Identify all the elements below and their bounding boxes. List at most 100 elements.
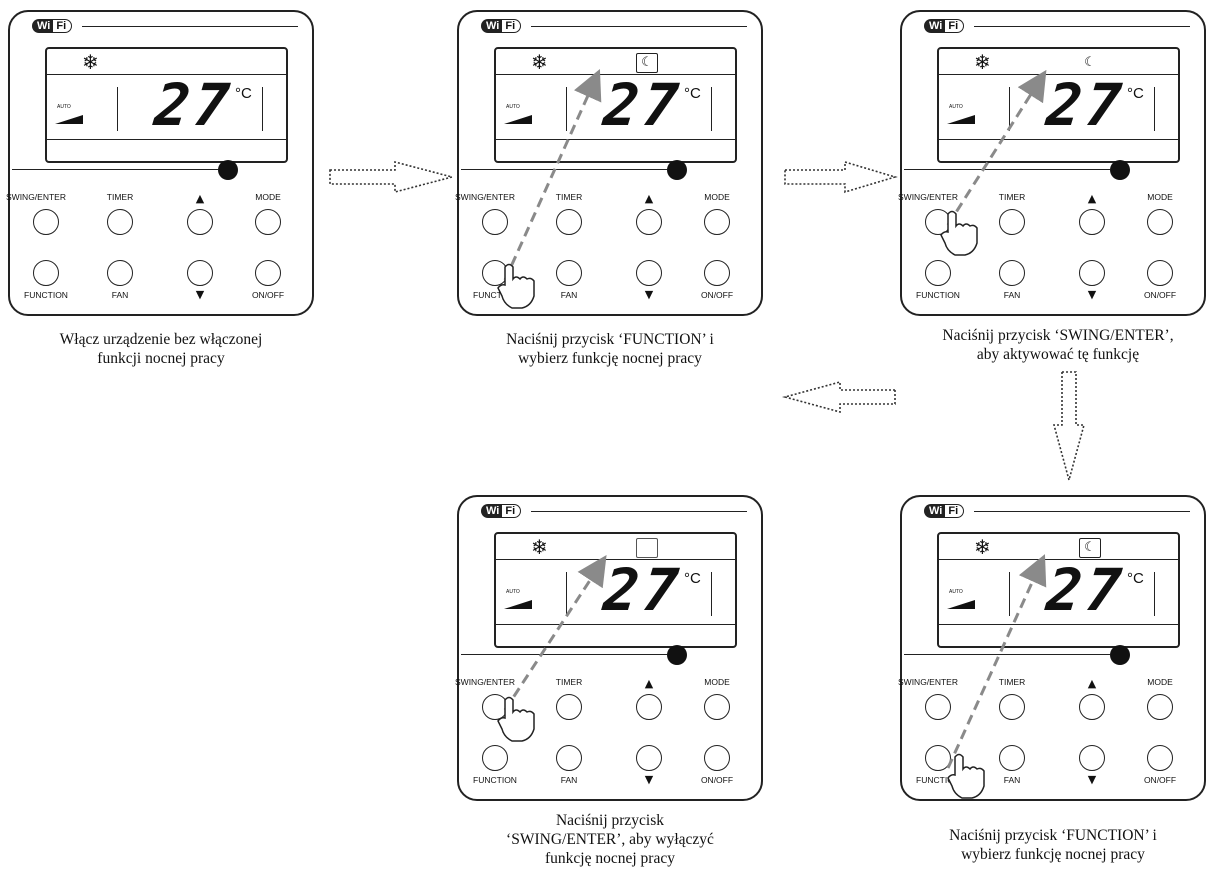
swing-enter-button[interactable] [925,694,951,720]
swing-enter-label: SWING/ENTER [6,192,66,202]
fan-auto-label: AUTO [949,104,963,110]
flow-arrow-left [781,380,896,414]
function-button[interactable] [925,745,951,771]
lcd-divider [939,139,1178,140]
function-label: FUNCTION [24,290,68,300]
timer-label: TIMER [555,192,583,202]
indicator-led [667,160,687,180]
down-button[interactable] [636,745,662,771]
swing-enter-button[interactable] [482,209,508,235]
temperature-unit: °C [1127,570,1144,587]
down-button[interactable] [1079,745,1105,771]
function-label: FUNCTION [473,775,517,785]
lcd-divider [496,74,735,75]
lcd-display: ❄ ☾ AUTO 27 °C [937,532,1180,648]
on-off-button[interactable] [704,745,730,771]
up-button[interactable] [636,209,662,235]
down-button[interactable] [187,260,213,286]
function-label: FUNCTION [473,290,517,300]
fan-button[interactable] [999,260,1025,286]
divider [12,169,218,170]
up-button[interactable] [636,694,662,720]
hand-pointer-icon [947,753,985,799]
lcd-divider [939,74,1178,75]
timer-button[interactable] [999,694,1025,720]
timer-button[interactable] [556,209,582,235]
mode-button[interactable] [704,694,730,720]
on-off-label: ON/OFF [1143,775,1177,785]
lcd-separator [711,87,712,131]
function-button[interactable] [33,260,59,286]
swing-enter-button[interactable] [33,209,59,235]
up-arrow-icon: ▲ [195,192,205,205]
timer-label: TIMER [106,192,134,202]
fan-button[interactable] [556,745,582,771]
indicator-led [1110,160,1130,180]
lcd-divider [939,624,1178,625]
down-button[interactable] [1079,260,1105,286]
lcd-divider [939,559,1178,560]
lcd-separator [566,572,567,616]
lcd-separator [1009,87,1010,131]
function-button[interactable] [925,260,951,286]
hand-pointer-icon [940,210,978,256]
fan-label: FAN [1003,290,1021,300]
fan-auto-label: AUTO [949,589,963,595]
flow-arrow-down [1052,371,1086,484]
snowflake-icon: ❄ [531,50,548,74]
indicator-led [218,160,238,180]
fan-speed-icon [55,115,83,124]
lcd-separator [711,572,712,616]
mode-button[interactable] [704,209,730,235]
down-arrow-icon: ▼ [644,288,654,301]
down-button[interactable] [636,260,662,286]
on-off-label: ON/OFF [1143,290,1177,300]
lcd-divider [47,74,286,75]
mode-button[interactable] [1147,694,1173,720]
up-arrow-icon: ▲ [1087,677,1097,690]
mode-label: MODE [704,677,730,687]
lcd-divider [496,139,735,140]
temperature-unit: °C [1127,85,1144,102]
swing-enter-label: SWING/ENTER [455,192,515,202]
up-button[interactable] [1079,209,1105,235]
function-button[interactable] [482,745,508,771]
pointer-arrow [503,554,607,711]
flow-arrow-right [784,160,898,194]
snowflake-icon: ❄ [82,50,99,74]
fan-button[interactable] [107,260,133,286]
timer-button[interactable] [556,694,582,720]
pointer-arrow [946,69,1047,226]
divider [904,169,1110,170]
fan-button[interactable] [556,260,582,286]
mode-button[interactable] [255,209,281,235]
night-mode-icon [636,538,658,558]
down-arrow-icon: ▼ [1087,288,1097,301]
on-off-button[interactable] [255,260,281,286]
snowflake-icon: ❄ [974,535,991,559]
on-off-button[interactable] [1147,745,1173,771]
timer-button[interactable] [999,209,1025,235]
divider [974,26,1190,27]
up-button[interactable] [187,209,213,235]
timer-label: TIMER [998,677,1026,687]
on-off-button[interactable] [704,260,730,286]
on-off-button[interactable] [1147,260,1173,286]
mode-button[interactable] [1147,209,1173,235]
fan-speed-icon [504,115,532,124]
caption-step-5: Naciśnij przycisk‘SWING/ENTER’, aby wyłą… [506,812,714,867]
fan-button[interactable] [999,745,1025,771]
night-mode-icon: ☾ [636,53,658,73]
up-button[interactable] [1079,694,1105,720]
timer-button[interactable] [107,209,133,235]
mode-label: MODE [1147,192,1173,202]
